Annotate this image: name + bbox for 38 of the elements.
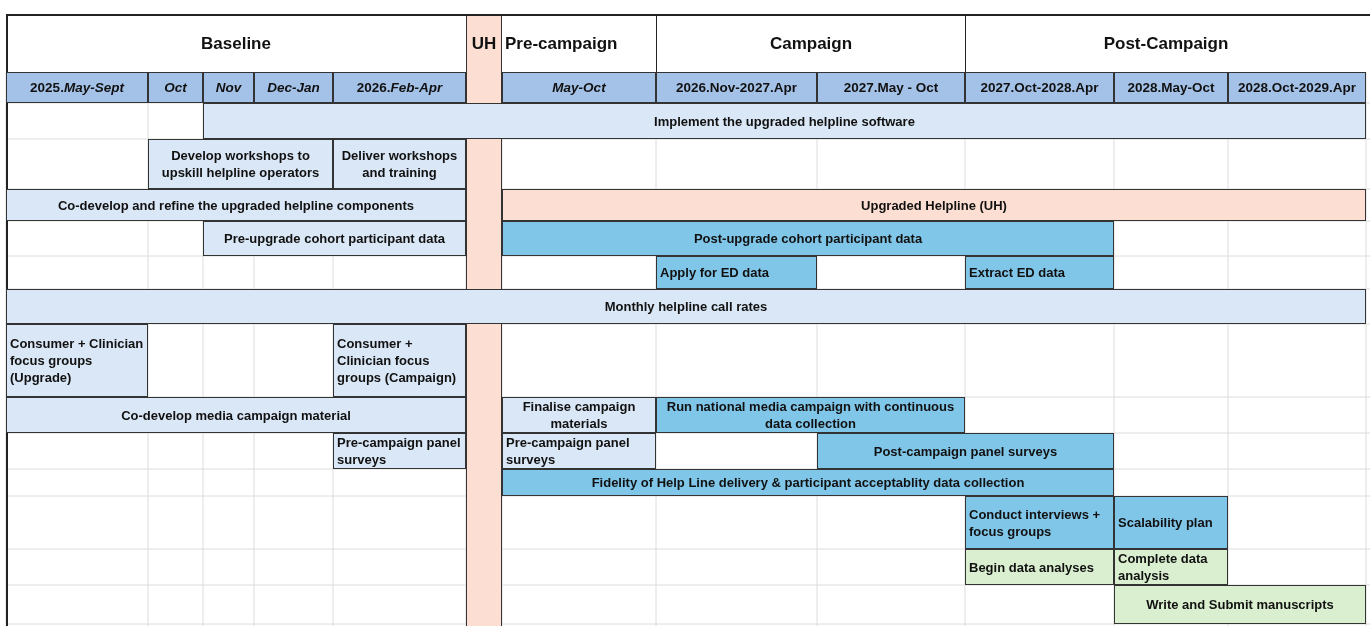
period-header: 2026.Nov-2027.Apr (656, 72, 817, 103)
period-header: 2027.May - Oct (817, 72, 965, 103)
task-bar: Monthly helpline call rates (6, 289, 1366, 324)
task-bar: Co-develop media campaign material (6, 397, 466, 433)
period-header: Nov (203, 72, 254, 103)
task-bar: Finalise campaign materials (502, 397, 656, 433)
task-bar: Post-upgrade cohort participant data (502, 221, 1114, 256)
task-bar: Upgraded Helpline (UH) (502, 189, 1366, 221)
period-header: Oct (148, 72, 203, 103)
task-bar: Develop workshops to upskill helpline operators (148, 139, 333, 189)
task-bar: Begin data analyses (965, 549, 1114, 585)
period-header: 2026.Feb-Apr (333, 72, 466, 103)
task-bar: Co-develop and refine the upgraded helpline components (6, 189, 466, 221)
task-bar: Fidelity of Help Line delivery & participant acceptablity data collection (502, 469, 1114, 496)
period-header: 2028.May-Oct (1114, 72, 1228, 103)
task-bar: Pre-campaign panel surveys (502, 433, 656, 469)
period-header: May-Oct (502, 72, 656, 103)
phase-header: Baseline (200, 32, 272, 55)
task-bar: Apply for ED data (656, 256, 817, 289)
task-bar: Post-campaign panel surveys (817, 433, 1114, 469)
period-header: 2027.Oct-2028.Apr (965, 72, 1114, 103)
task-bar: Implement the upgraded helpline software (203, 103, 1366, 139)
period-header: 2028.Oct-2029.Apr (1228, 72, 1366, 103)
task-bar: Pre-campaign panel surveys (333, 433, 466, 469)
period-header: Dec-Jan (254, 72, 333, 103)
task-bar: Consumer + Clinician focus groups (Upgrade) (6, 324, 148, 397)
task-bar: Deliver workshops and training (333, 139, 466, 189)
task-bar: Pre-upgrade cohort participant data (203, 221, 466, 256)
task-bar: Conduct interviews + focus groups (965, 496, 1114, 549)
task-bar: Write and Submit manuscripts (1114, 585, 1366, 624)
period-header: 2025.May-Sept (6, 72, 148, 103)
phase-header: Pre-campaign (504, 32, 619, 55)
task-bar: Run national media campaign with continuous data collection (656, 397, 965, 433)
task-bar: Scalability plan (1114, 496, 1228, 549)
phase-header: UH (470, 32, 498, 55)
task-bar: Complete data analysis (1114, 549, 1228, 585)
task-bar: Extract ED data (965, 256, 1114, 289)
task-bar: Consumer + Clinician focus groups (Campaign) (333, 324, 466, 397)
